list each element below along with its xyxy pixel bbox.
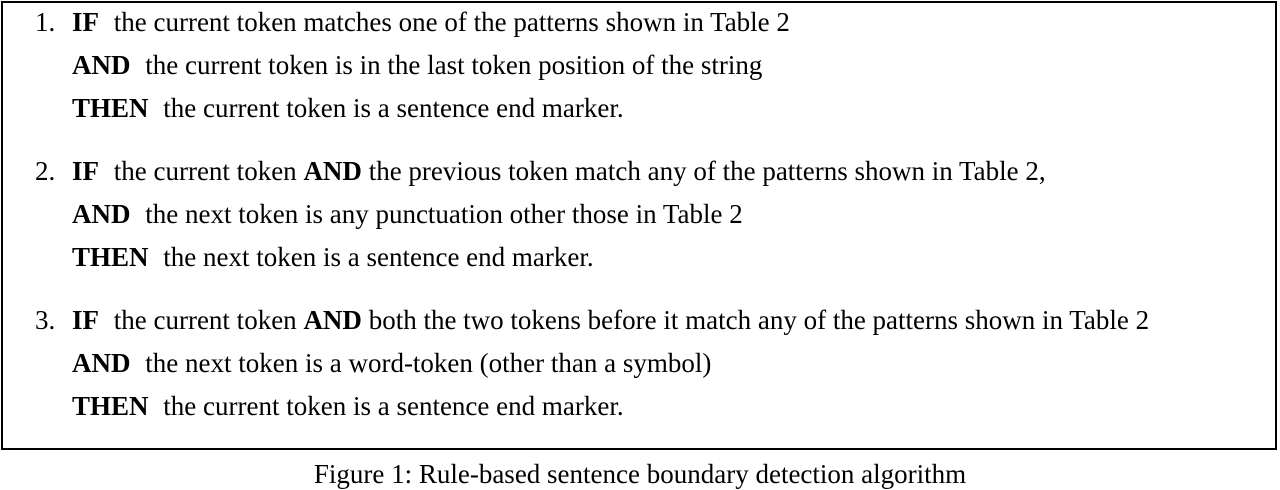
rule-3-and-clause: AND the next token is a word-token (othe…	[72, 347, 711, 379]
rule-1-and-text: the current token is in the last token p…	[145, 50, 763, 80]
rule-2-and-text: the next token is any punctuation other …	[145, 199, 743, 229]
rule-2-and-clause: AND the next token is any punctuation ot…	[72, 198, 743, 230]
rule-2-if-clause: IF the current token AND the previous to…	[72, 155, 1046, 187]
rule-1-and-keyword: AND	[72, 50, 131, 80]
rule-3-then-text: the current token is a sentence end mark…	[163, 391, 624, 421]
rule-3-and-keyword: AND	[72, 348, 131, 378]
rule-1-then-clause: THEN the current token is a sentence end…	[72, 92, 624, 124]
rule-3-if-text-a: the current token	[113, 305, 297, 335]
rule-1-number: 1.	[35, 7, 56, 37]
rule-3-then-clause: THEN the current token is a sentence end…	[72, 390, 624, 422]
rule-1-then-keyword: THEN	[72, 93, 149, 123]
rule-1-then-text: the current token is a sentence end mark…	[163, 93, 624, 123]
rule-3-if-and-keyword: AND	[303, 305, 362, 335]
rule-3-then-keyword: THEN	[72, 391, 149, 421]
figure-caption: Figure 1: Rule-based sentence boundary d…	[313, 459, 967, 489]
rule-2-number: 2.	[35, 156, 56, 186]
rule-1-if-keyword: IF	[72, 7, 99, 37]
rule-2-if-text-b: the previous token match any of the patt…	[368, 156, 1046, 186]
rule-2-and-keyword: AND	[72, 199, 131, 229]
rule-3-if-text-b: both the two tokens before it match any …	[368, 305, 1150, 335]
rule-2-then-clause: THEN the next token is a sentence end ma…	[72, 241, 594, 273]
rule-3-if-clause: IF the current token AND both the two to…	[72, 304, 1149, 336]
rule-2-then-keyword: THEN	[72, 242, 149, 272]
rule-3-if-keyword: IF	[72, 305, 99, 335]
rule-3-and-text: the next token is a word-token (other th…	[145, 348, 712, 378]
rule-2-if-and-keyword: AND	[303, 156, 362, 186]
rule-2-if-keyword: IF	[72, 156, 99, 186]
algorithm-box	[1, 1, 1277, 450]
rule-2-if-text-a: the current token	[113, 156, 297, 186]
rule-1-if-clause: IF the current token matches one of the …	[72, 6, 790, 38]
rule-3-number: 3.	[35, 305, 56, 335]
rule-2-then-text: the next token is a sentence end marker.	[163, 242, 594, 272]
rule-1-if-text: the current token matches one of the pat…	[113, 7, 790, 37]
rule-1-and-clause: AND the current token is in the last tok…	[72, 49, 762, 81]
